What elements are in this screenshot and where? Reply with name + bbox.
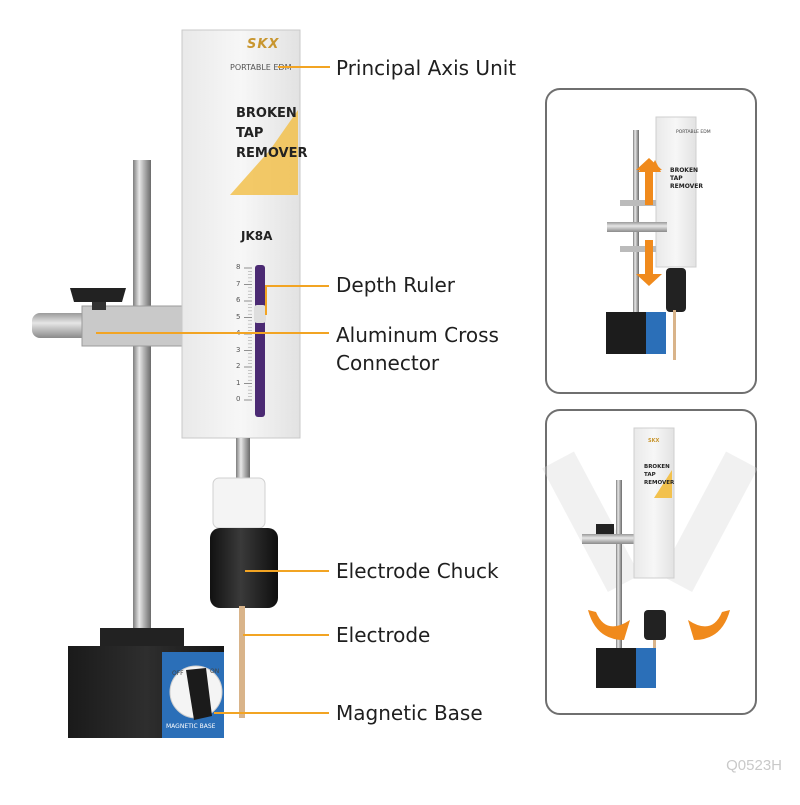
electrode-rod xyxy=(239,606,245,718)
svg-text:TAP: TAP xyxy=(644,472,656,478)
brand-logo: SKX xyxy=(247,37,280,52)
callout-electrode-chuck: Electrode Chuck xyxy=(336,559,499,583)
callout-aluminum-cross-connector-line-2: Connector xyxy=(336,351,440,375)
callout-aluminum-cross-connector-line-1: Aluminum Cross xyxy=(336,323,499,347)
ruler-number: 6 xyxy=(236,296,241,304)
ruler-number: 8 xyxy=(236,263,241,271)
depth-slot-indicator xyxy=(254,305,266,323)
callout-electrode: Electrode xyxy=(336,623,431,647)
ruler-number: 5 xyxy=(236,312,241,321)
ruler-numbers: 876543210 xyxy=(236,263,250,418)
svg-text:REMOVER: REMOVER xyxy=(670,183,703,190)
vertical-rod xyxy=(133,160,151,640)
ruler-number: 0 xyxy=(236,395,241,403)
svg-text:SKX: SKX xyxy=(648,438,659,444)
svg-text:BROKEN: BROKEN xyxy=(644,464,670,470)
callout-line-aluminum-cross-connector xyxy=(96,332,329,334)
base-neck xyxy=(100,628,184,650)
main-stand xyxy=(32,29,301,738)
svg-text:TAP: TAP xyxy=(670,175,683,182)
product-name-line-3: REMOVER xyxy=(236,146,308,161)
spindle xyxy=(236,438,250,482)
callout-line-electrode-chuck xyxy=(245,570,329,572)
product-name-line-2: TAP xyxy=(236,126,264,141)
watermark: Q0523H xyxy=(726,757,782,774)
clamp-knob xyxy=(70,288,126,302)
svg-text:REMOVER: REMOVER xyxy=(644,480,675,486)
callout-line-magnetic-base xyxy=(214,712,329,714)
depth-slot xyxy=(255,265,265,417)
callout-line-principal-axis-unit xyxy=(278,66,330,68)
svg-text:BROKEN: BROKEN xyxy=(670,167,698,174)
base-label: MAGNETIC BASE xyxy=(166,723,216,730)
dial-on-label: ON xyxy=(210,668,220,675)
electrode-chuck-body xyxy=(210,528,278,608)
ruler-number: 2 xyxy=(236,362,241,370)
ruler-number: 7 xyxy=(236,279,241,288)
callout-line-depth-ruler-drop xyxy=(265,285,267,315)
ruler-number: 3 xyxy=(236,345,241,354)
dial-off-label: OFF xyxy=(172,670,184,677)
base-lever xyxy=(186,668,212,720)
callout-principal-axis-unit: Principal Axis Unit xyxy=(336,56,517,80)
panel-rotation: SKX BROKEN TAP REMOVER xyxy=(542,409,758,715)
ruler-tick-marks xyxy=(244,267,252,401)
product-model: JK8A xyxy=(241,229,273,243)
callout-depth-ruler: Depth Ruler xyxy=(336,273,456,297)
cross-clamp xyxy=(81,305,183,347)
callout-line-depth-ruler xyxy=(265,285,329,287)
callout-magnetic-base: Magnetic Base xyxy=(336,701,483,725)
product-name-line-1: BROKEN xyxy=(236,106,297,121)
body-yellow-graphic xyxy=(230,110,298,195)
svg-text:PORTABLE EDM: PORTABLE EDM xyxy=(676,129,711,135)
panel-vertical-adjust: PORTABLE EDM BROKEN TAP REMOVER xyxy=(545,88,757,394)
callout-line-electrode xyxy=(243,634,329,636)
main-body xyxy=(181,29,301,439)
product-series: PORTABLE EDM xyxy=(230,63,292,72)
ruler-number: 1 xyxy=(236,378,241,387)
chuck-collar xyxy=(212,477,266,529)
